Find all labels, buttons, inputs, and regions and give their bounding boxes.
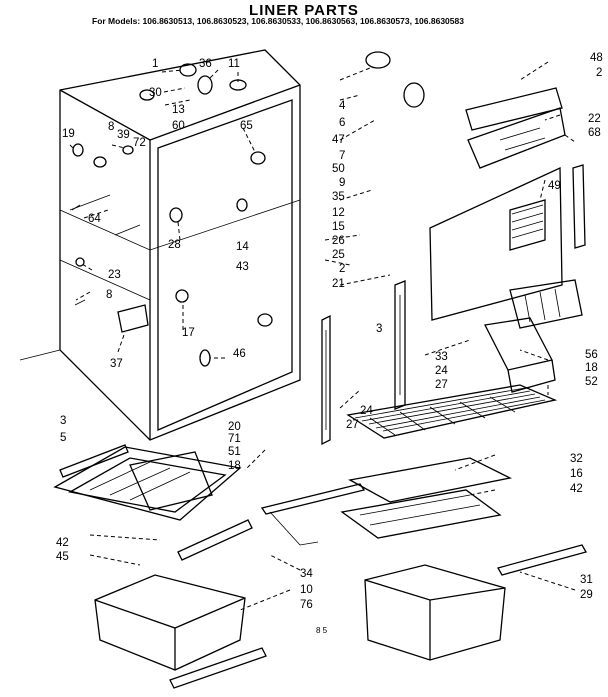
callout-8b: 8 <box>106 289 112 301</box>
callout-36: 36 <box>199 58 212 70</box>
callout-31: 31 <box>580 574 593 586</box>
callout-47: 47 <box>332 134 345 146</box>
callout-17: 17 <box>182 327 195 339</box>
callout-35: 35 <box>332 191 345 203</box>
callout-8: 8 <box>108 121 114 133</box>
callout-28: 28 <box>168 239 181 251</box>
callout-18b: 18 <box>585 362 598 374</box>
callout-26: 26 <box>332 235 345 247</box>
page-title: LINER PARTS <box>249 2 359 19</box>
callout-15: 15 <box>332 221 345 233</box>
callout-24b: 24 <box>360 405 373 417</box>
callout-1: 1 <box>152 58 158 70</box>
callout-16: 16 <box>570 468 583 480</box>
callout-23: 23 <box>108 269 121 281</box>
footer-code: 8 5 <box>316 626 328 635</box>
callout-13: 13 <box>172 104 185 116</box>
callout-43: 43 <box>236 261 249 273</box>
small-pan <box>484 317 556 393</box>
callout-5: 5 <box>60 432 66 444</box>
liner-cabinet <box>19 49 301 441</box>
cabinet-fittings <box>71 63 273 367</box>
callout-48: 48 <box>590 52 603 64</box>
crisper-cover <box>53 444 253 561</box>
callout-9: 9 <box>339 177 345 189</box>
callout-22: 22 <box>588 113 601 125</box>
callout-10: 10 <box>300 584 313 596</box>
callout-3: 3 <box>376 323 382 335</box>
callout-42b: 42 <box>570 483 583 495</box>
callout-11: 11 <box>228 58 240 70</box>
callout-numbers: 1 36 11 30 13 60 65 8 39 72 19 64 28 23 … <box>56 52 603 635</box>
callout-27: 27 <box>435 379 448 391</box>
callout-7: 7 <box>339 150 345 162</box>
evaporator-cover <box>429 164 586 321</box>
right-crisper-drawer <box>364 544 587 661</box>
leader-lines <box>69 61 576 611</box>
callout-25: 25 <box>332 249 345 261</box>
callout-68: 68 <box>588 127 601 139</box>
callout-24: 24 <box>435 365 448 377</box>
callout-30: 30 <box>149 87 162 99</box>
callout-4: 4 <box>339 100 346 112</box>
callout-71: 71 <box>228 433 241 445</box>
callout-37: 37 <box>110 358 123 370</box>
callout-49: 49 <box>548 180 561 192</box>
callout-39: 39 <box>117 129 130 141</box>
left-crisper-drawer <box>94 574 267 689</box>
callout-51: 51 <box>228 446 241 458</box>
callout-42: 42 <box>56 537 69 549</box>
callout-12: 12 <box>332 207 345 219</box>
model-numbers: For Models: 106.8630513, 106.8630523, 10… <box>92 16 464 26</box>
callout-60: 60 <box>172 120 185 132</box>
callout-33: 33 <box>435 351 448 363</box>
wire-shelf <box>346 384 558 439</box>
callout-6: 6 <box>339 117 345 129</box>
callout-2b: 2 <box>596 67 602 79</box>
callout-46: 46 <box>233 348 246 360</box>
callout-52: 52 <box>585 376 598 388</box>
callout-21: 21 <box>332 278 345 290</box>
callout-56: 56 <box>585 349 598 361</box>
callout-32: 32 <box>570 453 583 465</box>
callout-65: 65 <box>240 120 253 132</box>
ice-tray <box>509 279 583 329</box>
callout-14: 14 <box>236 241 249 253</box>
callout-45: 45 <box>56 551 69 563</box>
fan-assembly <box>365 51 566 169</box>
middle-shelf <box>260 457 512 546</box>
callout-27b: 27 <box>346 419 359 431</box>
callout-72: 72 <box>133 137 146 149</box>
callout-34: 34 <box>300 568 313 580</box>
callout-2: 2 <box>339 263 345 275</box>
callout-29: 29 <box>580 589 593 601</box>
callout-18: 18 <box>228 460 241 472</box>
callout-3b: 3 <box>60 415 66 427</box>
callout-76: 76 <box>300 599 313 611</box>
callout-20: 20 <box>228 421 241 433</box>
callout-19: 19 <box>62 128 75 140</box>
callout-50: 50 <box>332 163 345 175</box>
callout-64: 64 <box>88 213 101 225</box>
